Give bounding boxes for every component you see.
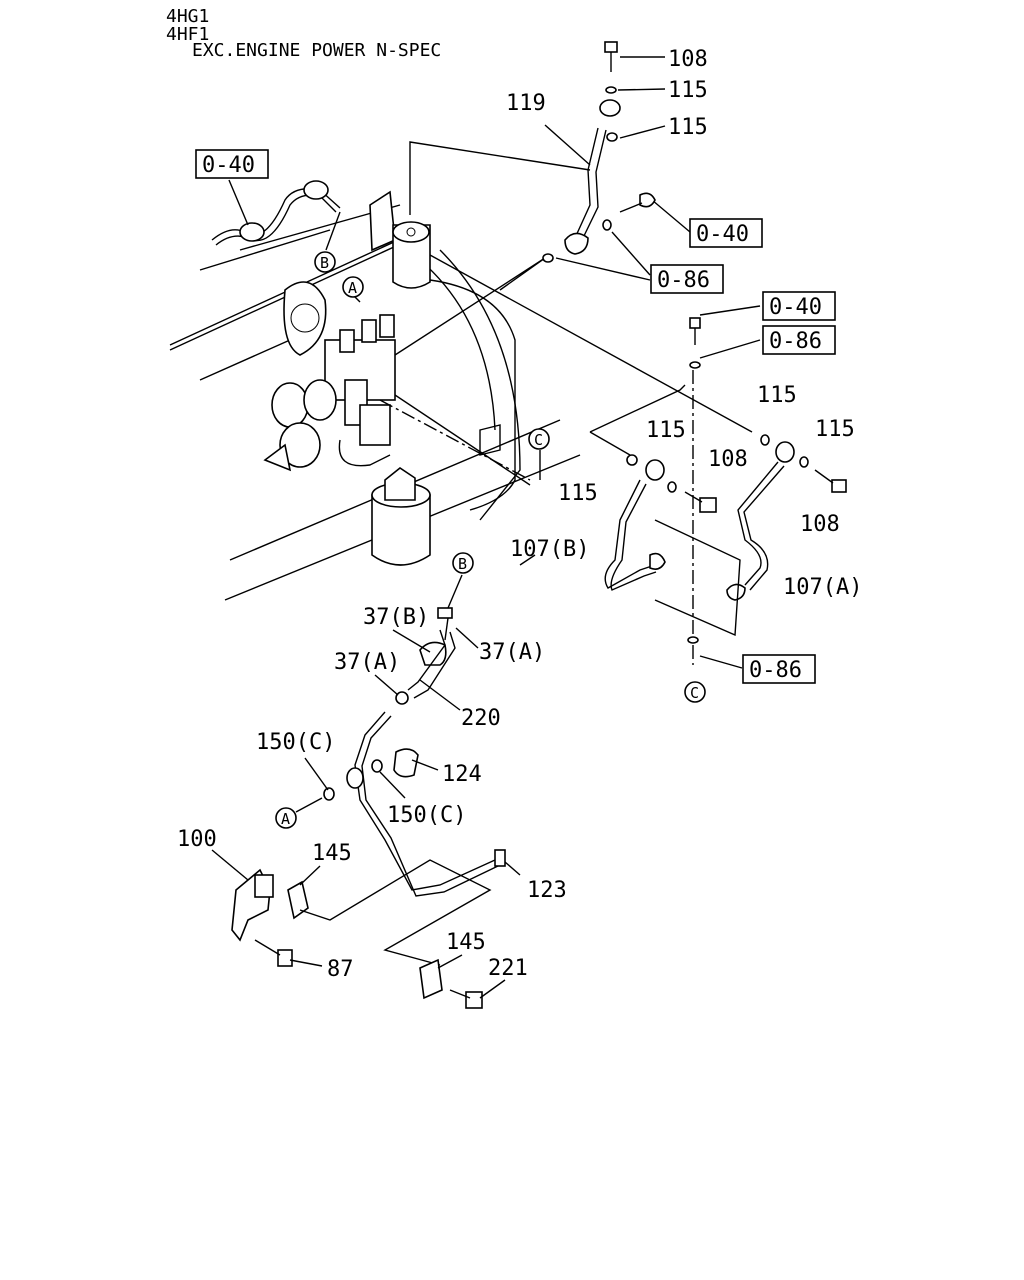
circle-marker-a-top: A [342,276,364,298]
svg-text:0-40: 0-40 [202,153,255,178]
svg-text:C: C [534,431,543,449]
leader-lines [349,56,761,669]
label-145-upper: 145 [312,841,352,866]
svg-text:A: A [348,279,357,297]
label-37a-right: 37(A) [479,640,545,665]
label-115-mid: 115 [668,115,708,140]
label-150c-right: 150(C) [387,803,466,828]
lower-leader-lines [211,554,536,999]
engine-block-drawing [169,190,581,601]
label-115-r2: 115 [815,417,855,442]
ref-box-4: 0-40 [762,291,836,321]
label-108-right: 108 [800,512,840,537]
pipe-119 [542,41,656,263]
svg-text:0-40: 0-40 [696,222,749,247]
engine-model-4hf1: 4HF1 [166,24,209,45]
circle-marker-b-top: B [314,251,336,273]
ref-box-1: 0-40 [195,149,269,179]
label-119: 119 [506,91,546,116]
spec-note: EXC.ENGINE POWER N-SPEC [192,40,441,61]
svg-text:0-40: 0-40 [769,295,822,320]
svg-text:C: C [690,684,699,702]
svg-text:B: B [458,555,467,573]
label-108-top: 108 [668,47,708,72]
label-107a: 107(A) [783,575,862,600]
centerline-2 [379,399,531,481]
svg-text:A: A [281,810,290,828]
svg-text:B: B [320,254,329,272]
label-107b: 107(B) [510,537,589,562]
ref-box-2: 0-40 [689,218,763,248]
circle-marker-c-mid: C [528,428,550,450]
label-115-l1: 115 [646,418,686,443]
label-123: 123 [527,878,567,903]
circle-marker-a-low: A [275,807,297,829]
label-221: 221 [488,956,528,981]
label-220: 220 [461,706,501,731]
top-left-hose [211,179,341,251]
label-124: 124 [442,762,482,787]
label-108-center: 108 [708,447,748,472]
label-100: 100 [177,827,217,852]
lower-pipe-assembly [231,607,506,1009]
circle-marker-c-low: C [684,681,706,703]
label-150c-left: 150(C) [256,730,335,755]
ref-box-6: 0-86 [742,654,816,684]
svg-text:0-86: 0-86 [769,329,822,354]
svg-text:0-86: 0-86 [657,268,710,293]
label-115-top: 115 [668,78,708,103]
label-37a-left: 37(A) [334,650,400,675]
label-37b: 37(B) [363,605,429,630]
ref-box-5: 0-86 [762,325,836,355]
label-115-l2: 115 [558,481,598,506]
ref-box-3: 0-86 [650,264,724,294]
label-145-lower: 145 [446,930,486,955]
pipes-107 [604,317,847,644]
svg-text:0-86: 0-86 [749,658,802,683]
label-87: 87 [327,957,354,982]
circle-marker-b-low: B [452,552,474,574]
engine-model-4hg1: 4HG1 [166,6,209,27]
label-115-r1: 115 [757,383,797,408]
